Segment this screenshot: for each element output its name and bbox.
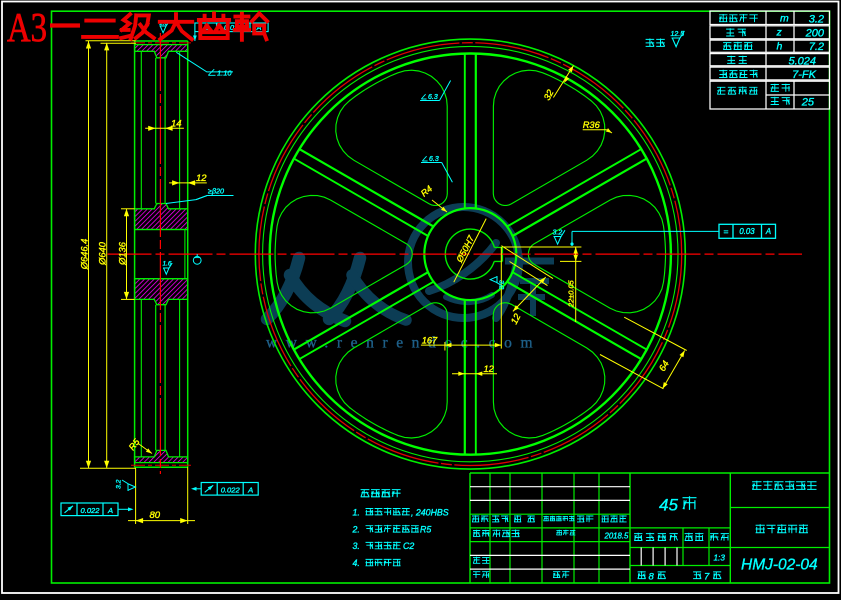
svg-text:7.2: 7.2 — [809, 41, 824, 53]
svg-text:A: A — [765, 227, 771, 236]
svg-text:≥β20: ≥β20 — [208, 187, 224, 196]
svg-text:22±0.05: 22±0.05 — [567, 279, 576, 308]
svg-text:45: 45 — [659, 496, 678, 515]
svg-text:3.2: 3.2 — [498, 280, 505, 290]
svg-text:, 240HBS: , 240HBS — [411, 507, 449, 517]
svg-text:14: 14 — [171, 119, 182, 130]
svg-text:8: 8 — [649, 571, 655, 582]
svg-text:25: 25 — [801, 96, 815, 108]
svg-text:0.022: 0.022 — [80, 506, 100, 515]
svg-text:A: A — [256, 23, 262, 32]
svg-text:m: m — [780, 13, 789, 25]
svg-text:C2: C2 — [403, 541, 414, 551]
svg-text:0.03: 0.03 — [739, 227, 755, 236]
svg-text:=: = — [724, 227, 729, 237]
svg-text:167: 167 — [422, 335, 438, 345]
svg-text:1:10: 1:10 — [217, 68, 232, 77]
svg-text:Ø136: Ø136 — [117, 241, 127, 266]
svg-text:3.2: 3.2 — [116, 479, 123, 489]
svg-text:1:3: 1:3 — [714, 554, 726, 563]
svg-text:A3: A3 — [7, 4, 47, 50]
svg-text:0.022: 0.022 — [221, 485, 241, 494]
svg-text:4.: 4. — [353, 558, 360, 568]
svg-text:3.2: 3.2 — [809, 13, 824, 25]
svg-text:Ø646.4: Ø646.4 — [79, 239, 89, 271]
svg-text:1.6: 1.6 — [163, 261, 172, 268]
svg-text:R5: R5 — [420, 525, 431, 535]
svg-text:Ø640: Ø640 — [98, 241, 108, 266]
svg-text:2018.5: 2018.5 — [604, 532, 630, 541]
svg-text:A: A — [107, 506, 113, 515]
svg-text:7: 7 — [704, 571, 710, 582]
svg-text:5.024: 5.024 — [788, 56, 816, 68]
svg-text:z: z — [776, 27, 783, 39]
svg-text:6.3: 6.3 — [429, 156, 439, 163]
svg-text:2.: 2. — [352, 525, 360, 535]
svg-text:12: 12 — [484, 364, 495, 374]
svg-text:h: h — [777, 41, 783, 53]
svg-text:6.3: 6.3 — [428, 94, 438, 101]
svg-text:HMJ-02-04: HMJ-02-04 — [741, 557, 818, 574]
svg-text:3.: 3. — [353, 541, 360, 551]
svg-text:7-FK: 7-FK — [792, 69, 817, 81]
svg-text:3.2: 3.2 — [553, 230, 563, 237]
svg-text:12: 12 — [196, 173, 207, 184]
svg-text:1.: 1. — [353, 507, 360, 517]
svg-text:A: A — [247, 485, 253, 494]
svg-text:R36: R36 — [583, 120, 601, 130]
svg-text:www.renrendoc.com: www.renrendoc.com — [266, 335, 541, 352]
svg-text:64: 64 — [657, 359, 671, 373]
svg-text:80: 80 — [150, 510, 161, 521]
svg-text:200: 200 — [805, 27, 825, 39]
svg-text:0.025: 0.025 — [224, 23, 243, 32]
svg-text:12.5: 12.5 — [671, 31, 685, 38]
